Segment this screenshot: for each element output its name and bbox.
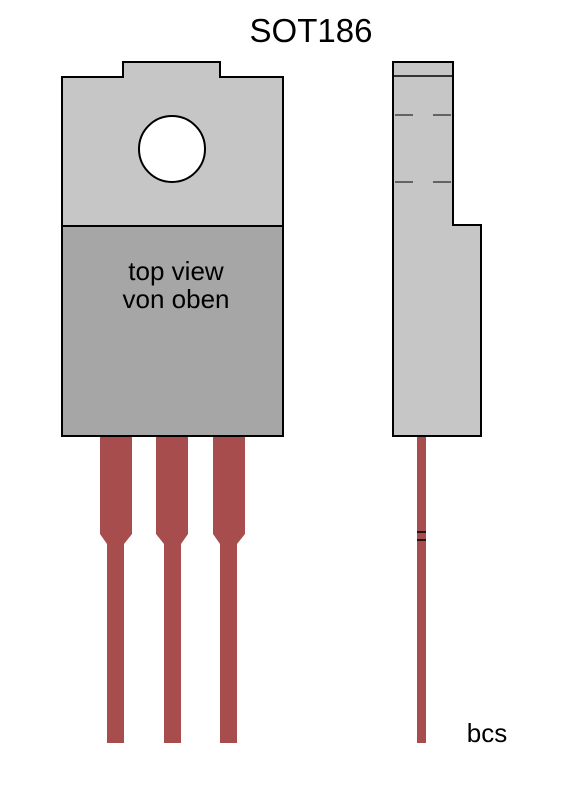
side-body [392, 61, 482, 437]
body-label-line-1: top view [128, 256, 224, 286]
mounting-hole [138, 115, 206, 183]
front-view: top view von oben [61, 61, 284, 743]
package-title: SOT186 [250, 12, 373, 49]
lead-2 [156, 436, 188, 743]
front-leads [100, 436, 245, 743]
lead-1 [100, 436, 132, 743]
side-lead [417, 436, 426, 743]
molded-body [61, 225, 284, 437]
lead-3 [213, 436, 245, 743]
author-mark: bcs [467, 718, 507, 748]
side-view [392, 61, 482, 743]
body-label-line-2: von oben [123, 284, 230, 314]
